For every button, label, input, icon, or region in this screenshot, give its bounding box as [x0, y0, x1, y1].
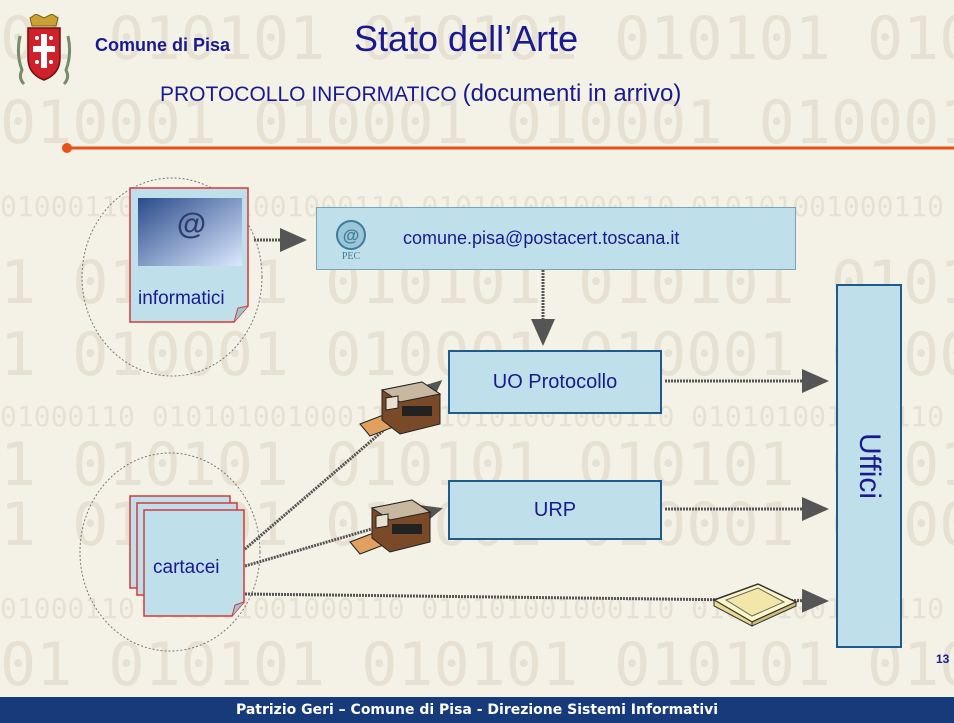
- footer-text: Patrizio Geri – Comune di Pisa - Direzio…: [235, 702, 719, 718]
- pec-address-box: @ PEC comune.pisa@postacert.toscana.it: [316, 207, 796, 270]
- at-sign-icon: @: [176, 208, 206, 241]
- pec-email-address: comune.pisa@postacert.toscana.it: [403, 228, 680, 248]
- uo-protocollo-label: UO Protocollo: [492, 370, 618, 393]
- scanner-icon: [712, 583, 798, 627]
- pec-logo-icon: @ PEC: [336, 219, 366, 261]
- subtitle-paren: (documenti in arrivo): [462, 80, 682, 107]
- printer-icon-urp: [349, 499, 432, 555]
- pec-logo-text: PEC: [342, 251, 361, 261]
- pisa-coat-of-arms-logo: [16, 14, 72, 86]
- page-number: 13: [936, 652, 950, 666]
- slide-subtitle: PROTOCOLLO INFORMATICO (documenti in arr…: [160, 80, 681, 108]
- urp-box: URP: [448, 480, 662, 540]
- uffici-label: Uffici: [853, 432, 886, 500]
- uffici-box: Uffici: [836, 284, 902, 648]
- cartacei-label: cartacei: [153, 557, 220, 578]
- uo-protocollo-box: UO Protocollo: [448, 350, 662, 414]
- urp-label: URP: [533, 498, 577, 521]
- org-name: Comune di Pisa: [95, 35, 231, 55]
- footer-bar: Patrizio Geri – Comune di Pisa - Direzio…: [0, 697, 954, 723]
- title-divider: [62, 143, 954, 153]
- slide-title: Stato dell’Arte: [354, 18, 579, 59]
- cartacei-group-circle: [79, 452, 261, 652]
- subtitle-main: PROTOCOLLO INFORMATICO: [160, 83, 457, 106]
- electronic-document-icon: [129, 187, 249, 323]
- informatici-group-circle: [81, 177, 263, 377]
- printer-icon-protocollo: [359, 381, 442, 437]
- svg-text:@: @: [343, 226, 360, 245]
- paper-documents-stack-icon: [129, 495, 245, 617]
- informatici-label: informatici: [138, 288, 225, 309]
